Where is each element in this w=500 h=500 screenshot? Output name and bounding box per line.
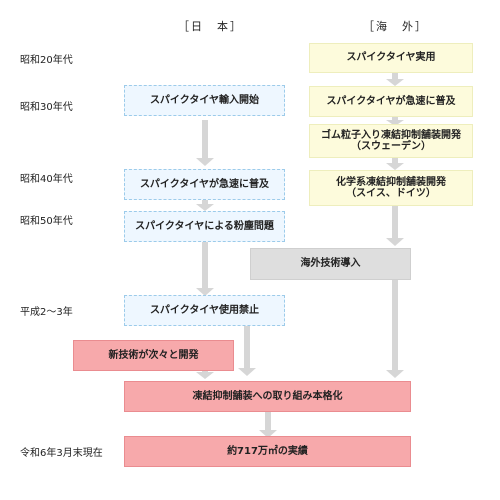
era-showa40: 昭和40年代 xyxy=(20,174,73,185)
box-dust-problem: スパイクタイヤによる粉塵問題 xyxy=(124,211,285,242)
arrow-rubber-to-chemical xyxy=(386,158,404,170)
box-import-start: スパイクタイヤ輸入開始 xyxy=(124,85,285,116)
arrow-import-to-fullscale xyxy=(386,280,404,378)
arrow-spread-to-rubber xyxy=(386,117,404,126)
era-showa30: 昭和30年代 xyxy=(20,102,73,113)
header-japan: ［日 本］ xyxy=(178,20,243,33)
box-practical-use: スパイクタイヤ実用 xyxy=(309,43,473,73)
arrow-import-to-spread xyxy=(196,120,214,166)
box-japan-rapid-spread: スパイクタイヤが急速に普及 xyxy=(124,169,285,200)
arrow-chemical-to-import xyxy=(386,206,404,246)
box-spike-ban: スパイクタイヤ使用禁止 xyxy=(124,295,285,326)
arrow-fullscale-to-results xyxy=(259,412,277,438)
arrow-spread-to-dust xyxy=(196,197,214,211)
box-results: 約717万㎡の実績 xyxy=(124,436,411,467)
box-rubber-pavement: ゴム粒子入り凍結抑制舗装開発 （スウェーデン） xyxy=(309,124,473,158)
box-full-scale: 凍結抑制舗装への取り組み本格化 xyxy=(124,381,411,412)
arrow-practical-to-spread xyxy=(386,71,404,86)
era-reiwa6: 令和6年3月末現在 xyxy=(20,448,103,459)
arrow-dust-to-ban xyxy=(196,242,214,296)
arrow-newtech-to-fullscale xyxy=(196,371,214,379)
header-overseas: ［海 外］ xyxy=(363,20,428,33)
arrow-ban-to-fullscale xyxy=(238,326,256,376)
era-showa50: 昭和50年代 xyxy=(20,216,73,227)
era-heisei2-3: 平成2～3年 xyxy=(20,307,73,318)
box-chemical-pavement: 化学系凍結抑制舗装開発 （スイス、ドイツ） xyxy=(309,170,473,206)
era-showa20: 昭和20年代 xyxy=(20,55,73,66)
box-overseas-rapid-spread: スパイクタイヤが急速に普及 xyxy=(309,86,473,117)
arrow-group xyxy=(196,71,404,438)
box-new-tech: 新技術が次々と開発 xyxy=(73,340,234,371)
box-tech-import: 海外技術導入 xyxy=(250,248,411,280)
